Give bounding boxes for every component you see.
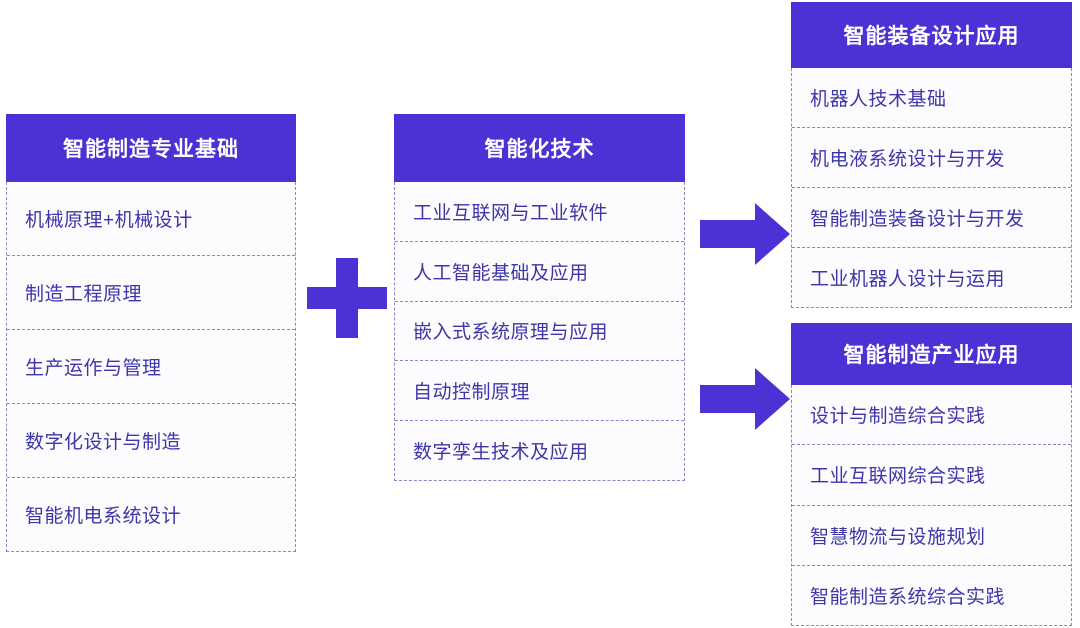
list-item[interactable]: 机器人技术基础 bbox=[792, 68, 1071, 128]
arrow-right-icon-equipment bbox=[700, 203, 790, 265]
list-item[interactable]: 工业互联网与工业软件 bbox=[395, 182, 684, 242]
block-intelligent-tech: 智能化技术 工业互联网与工业软件 人工智能基础及应用 嵌入式系统原理与应用 自动… bbox=[394, 114, 685, 481]
list-item[interactable]: 智能制造系统综合实践 bbox=[810, 586, 1006, 608]
block-foundation: 智能制造专业基础 机械原理+机械设计 制造工程原理 生产运作与管理 数字化设计与… bbox=[6, 114, 296, 552]
list-item[interactable]: 人工智能基础及应用 bbox=[395, 242, 684, 302]
list-item[interactable]: 数字化设计与制造 bbox=[7, 404, 295, 478]
list-item[interactable]: 智慧物流与设施规划 bbox=[792, 506, 1071, 566]
block-intelligent-tech-title: 智能化技术 bbox=[394, 114, 685, 182]
block-equipment-design: 智能装备设计应用 机器人技术基础 机电液系统设计与开发 智能制造装备设计与开发 … bbox=[791, 2, 1072, 308]
block-industry-application: 智能制造产业应用 设计与制造综合实践 工业互联网综合实践 智慧物流与设施规划 智… bbox=[791, 323, 1072, 626]
plus-icon bbox=[307, 258, 387, 338]
block-intelligent-tech-list: 工业互联网与工业软件 人工智能基础及应用 嵌入式系统原理与应用 自动控制原理 数… bbox=[394, 182, 685, 481]
list-item[interactable]: 自动控制原理 bbox=[395, 361, 684, 422]
list-item[interactable]: 智能制造装备设计与开发 bbox=[792, 188, 1071, 248]
list-item[interactable]: 制造工程原理 bbox=[7, 256, 295, 330]
block-foundation-title: 智能制造专业基础 bbox=[6, 114, 296, 182]
arrow-right-icon-industry bbox=[700, 368, 790, 430]
block-industry-application-list: 设计与制造综合实践 工业互联网综合实践 智慧物流与设施规划 智能制造系统综合实践 bbox=[791, 385, 1072, 626]
block-equipment-design-list: 机器人技术基础 机电液系统设计与开发 智能制造装备设计与开发 工业机器人设计与运… bbox=[791, 68, 1072, 308]
list-item[interactable]: 机电液系统设计与开发 bbox=[792, 128, 1071, 188]
list-item[interactable]: 嵌入式系统原理与应用 bbox=[395, 302, 684, 362]
list-item[interactable]: 机械原理+机械设计 bbox=[7, 182, 295, 256]
list-item[interactable]: 智能机电系统设计 bbox=[25, 506, 182, 527]
block-equipment-design-title: 智能装备设计应用 bbox=[791, 2, 1072, 68]
list-item[interactable]: 设计与制造综合实践 bbox=[792, 385, 1071, 446]
list-item[interactable]: 生产运作与管理 bbox=[7, 330, 295, 404]
list-item[interactable]: 工业互联网综合实践 bbox=[792, 445, 1071, 506]
list-item[interactable]: 工业机器人设计与运用 bbox=[810, 269, 1006, 290]
block-foundation-list: 机械原理+机械设计 制造工程原理 生产运作与管理 数字化设计与制造 智能机电系统… bbox=[6, 182, 296, 552]
block-industry-application-title: 智能制造产业应用 bbox=[791, 323, 1072, 385]
list-item[interactable]: 数字孪生技术及应用 bbox=[413, 442, 589, 464]
